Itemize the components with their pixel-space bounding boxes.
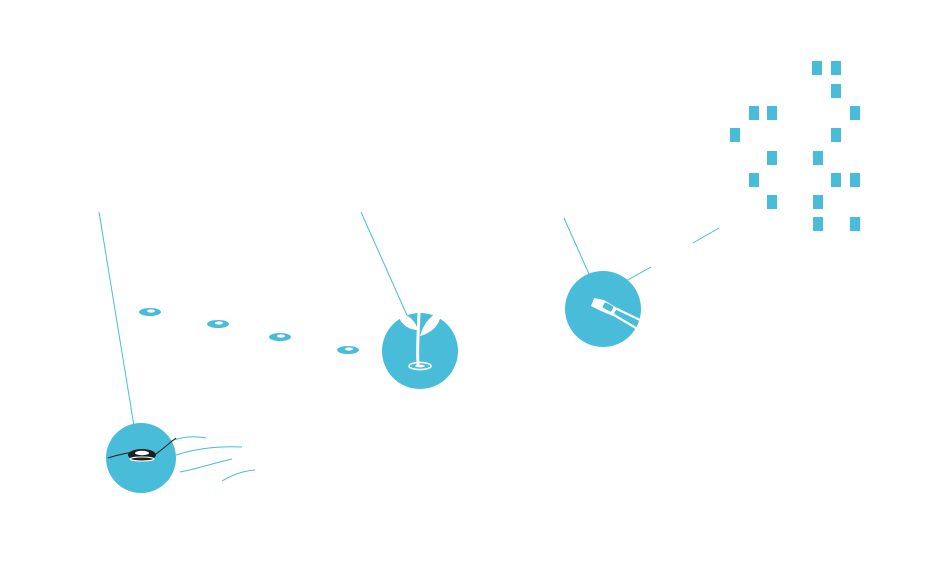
signal-bit xyxy=(749,106,759,120)
signal-bit xyxy=(749,173,759,187)
leader-line-1 xyxy=(98,211,135,427)
leader-line-3 xyxy=(563,217,590,275)
sprinkler-marker-1 xyxy=(139,308,161,316)
sprinkler-head-icon xyxy=(107,437,177,462)
sprinkler-head-markers xyxy=(139,308,359,354)
connector-link-b xyxy=(692,227,720,244)
flow-line-2 xyxy=(175,446,243,456)
signal-bit xyxy=(812,61,822,75)
signal-bit xyxy=(831,128,841,142)
signal-bit xyxy=(813,217,823,231)
signal-bit xyxy=(813,151,823,165)
step-node-1 xyxy=(106,423,177,493)
signal-bit xyxy=(850,173,860,187)
signal-bit xyxy=(850,217,860,231)
leader-line-2 xyxy=(360,211,411,323)
flow-line-4 xyxy=(221,469,256,482)
connector-icon xyxy=(591,298,642,330)
signal-bit xyxy=(767,106,777,120)
signal-bit xyxy=(813,195,823,209)
connector-link-a xyxy=(625,266,652,282)
signal-bit xyxy=(831,173,841,187)
signal-bit xyxy=(850,106,860,120)
signal-bit xyxy=(831,61,841,75)
signal-bit xyxy=(767,151,777,165)
sprinkler-marker-4 xyxy=(337,346,359,354)
flow-line-3 xyxy=(179,458,233,473)
signal-bit xyxy=(767,195,777,209)
leader-lines xyxy=(98,211,720,427)
step-node-3 xyxy=(565,271,642,347)
data-signal-icon xyxy=(730,61,860,231)
signal-bit xyxy=(730,128,740,142)
step-node-2 xyxy=(382,312,458,389)
sprinkler-marker-2 xyxy=(207,320,229,328)
signal-bit xyxy=(831,84,841,98)
sprout-icon xyxy=(398,312,441,371)
sprinkler-marker-3 xyxy=(269,333,291,341)
